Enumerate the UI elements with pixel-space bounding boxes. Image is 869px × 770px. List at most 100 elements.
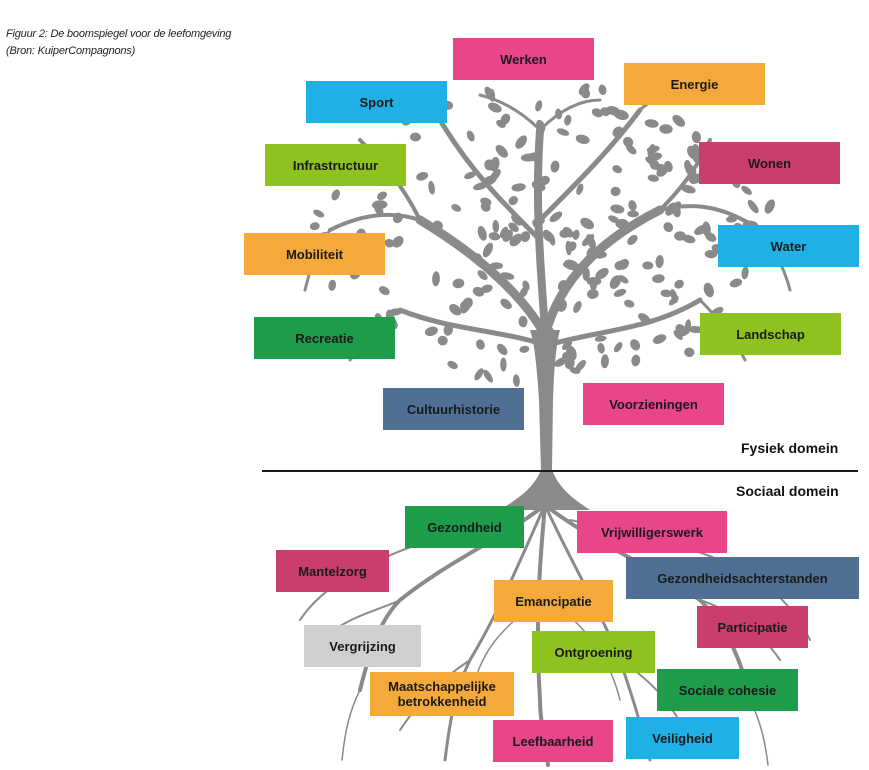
tree-leaf bbox=[452, 278, 465, 289]
tree-leaf bbox=[502, 229, 513, 242]
tree-leaf bbox=[674, 231, 686, 241]
tree-leaf bbox=[600, 354, 609, 369]
tree-leaf bbox=[432, 220, 443, 231]
tree-leaf bbox=[488, 102, 502, 113]
tree-leaf bbox=[613, 288, 627, 297]
tree-leaf bbox=[475, 339, 485, 350]
tree-leaf bbox=[392, 212, 403, 224]
tree-leaf bbox=[557, 299, 567, 312]
label-landschap: Landschap bbox=[700, 313, 841, 355]
tree-leaf bbox=[480, 201, 491, 212]
tree-leaf bbox=[562, 226, 574, 238]
tree-leaf bbox=[460, 298, 471, 314]
tree-leaf bbox=[489, 169, 501, 183]
tree-leaf bbox=[644, 119, 659, 128]
tree-leaf bbox=[670, 201, 682, 214]
tree-leaf bbox=[704, 249, 718, 259]
tree-leaf bbox=[688, 167, 697, 183]
caption-source: (Bron: KuiperCompagnons) bbox=[6, 45, 136, 57]
tree-leaf bbox=[483, 369, 493, 383]
tree-leaf bbox=[554, 357, 567, 367]
tree-leaf bbox=[432, 271, 440, 287]
label-mobiliteit: Mobiliteit bbox=[244, 233, 385, 275]
tree-leaf bbox=[384, 238, 395, 248]
tree-leaf bbox=[595, 267, 609, 280]
tree-leaf bbox=[764, 199, 775, 214]
label-energie: Energie bbox=[624, 63, 765, 105]
tree-leaf bbox=[672, 114, 685, 127]
tree-leaf bbox=[556, 128, 570, 136]
tree-leaf bbox=[492, 220, 500, 233]
tree-leaf bbox=[660, 289, 672, 298]
tree-leaf bbox=[612, 126, 624, 138]
tree-leaf bbox=[511, 214, 522, 226]
tree-leaf bbox=[586, 234, 596, 249]
tree-leaf bbox=[575, 134, 590, 145]
tree-leaf bbox=[518, 315, 528, 328]
tree-leaf bbox=[474, 368, 484, 381]
label-recreatie: Recreatie bbox=[254, 317, 395, 359]
label-cultuurhistorie: Cultuurhistorie bbox=[383, 388, 524, 430]
tree-leaf bbox=[508, 196, 518, 206]
label-water: Water bbox=[718, 225, 859, 267]
tree-leaf bbox=[674, 279, 684, 289]
tree-leaf bbox=[540, 326, 554, 334]
tree-leaf bbox=[477, 225, 487, 241]
tree-leaf bbox=[473, 182, 489, 191]
tree-leaf bbox=[443, 323, 454, 336]
tree-leaf bbox=[597, 342, 605, 354]
tree-branch bbox=[328, 212, 422, 232]
tree-leaf bbox=[546, 334, 554, 345]
label-maatschappelijke-betrokkenheid: Maatschappelijke betrokkenheid bbox=[370, 672, 514, 716]
label-participatie: Participatie bbox=[697, 606, 808, 648]
tree-leaf bbox=[557, 280, 569, 292]
tree-leaf bbox=[610, 186, 621, 197]
tree-leaf bbox=[496, 119, 506, 128]
tree-leaf bbox=[642, 261, 654, 270]
tree-leaf bbox=[500, 357, 507, 372]
tree-leaf bbox=[520, 153, 537, 162]
tree-leaf bbox=[313, 209, 325, 218]
tree-leaf bbox=[561, 340, 573, 350]
tree-leaf bbox=[646, 145, 660, 153]
tree-leaf bbox=[535, 348, 545, 358]
domain-divider bbox=[262, 470, 858, 472]
tree-leaf bbox=[512, 374, 520, 387]
tree-leaf bbox=[392, 236, 404, 248]
label-sociale-cohesie: Sociale cohesie bbox=[657, 669, 798, 711]
tree-leaf bbox=[536, 213, 545, 224]
tree-leaf bbox=[416, 171, 429, 181]
tree-leaf bbox=[466, 130, 475, 142]
tree-leaf bbox=[613, 109, 629, 120]
tree-leaf bbox=[627, 210, 639, 218]
tree-leaf bbox=[591, 108, 603, 118]
label-emancipatie: Emancipatie bbox=[494, 580, 613, 622]
tree-leaf bbox=[500, 272, 515, 280]
tree-leaf bbox=[562, 262, 578, 271]
tree-leaf bbox=[519, 345, 530, 353]
label-ontgroening: Ontgroening bbox=[532, 631, 655, 673]
tree-leaf bbox=[424, 326, 438, 337]
tree-leaf bbox=[575, 359, 586, 372]
tree-leaf bbox=[378, 286, 390, 296]
tree-leaf bbox=[703, 282, 714, 298]
tree-leaf bbox=[582, 267, 590, 281]
tree-leaf bbox=[520, 231, 531, 243]
label-voorzieningen: Voorzieningen bbox=[583, 383, 724, 425]
tree-leaf bbox=[655, 255, 664, 268]
tree-leaf bbox=[496, 343, 508, 356]
tree-leaf bbox=[477, 270, 488, 281]
tree-leaf bbox=[630, 339, 641, 351]
tree-leaf bbox=[598, 84, 607, 96]
tree-leaf bbox=[490, 156, 500, 172]
tree-leaf bbox=[652, 334, 667, 344]
label-vergrijzing: Vergrijzing bbox=[304, 625, 421, 667]
tree-leaf bbox=[645, 156, 656, 166]
tree-leaf bbox=[495, 144, 508, 158]
tree-leaf bbox=[628, 200, 637, 212]
tree-leaf bbox=[550, 160, 560, 173]
label-gezondheidsachterstanden: Gezondheidsachterstanden bbox=[626, 557, 859, 599]
tree-leaf bbox=[480, 284, 493, 293]
tree-leaf bbox=[535, 100, 543, 112]
tree-leaf bbox=[680, 184, 696, 194]
